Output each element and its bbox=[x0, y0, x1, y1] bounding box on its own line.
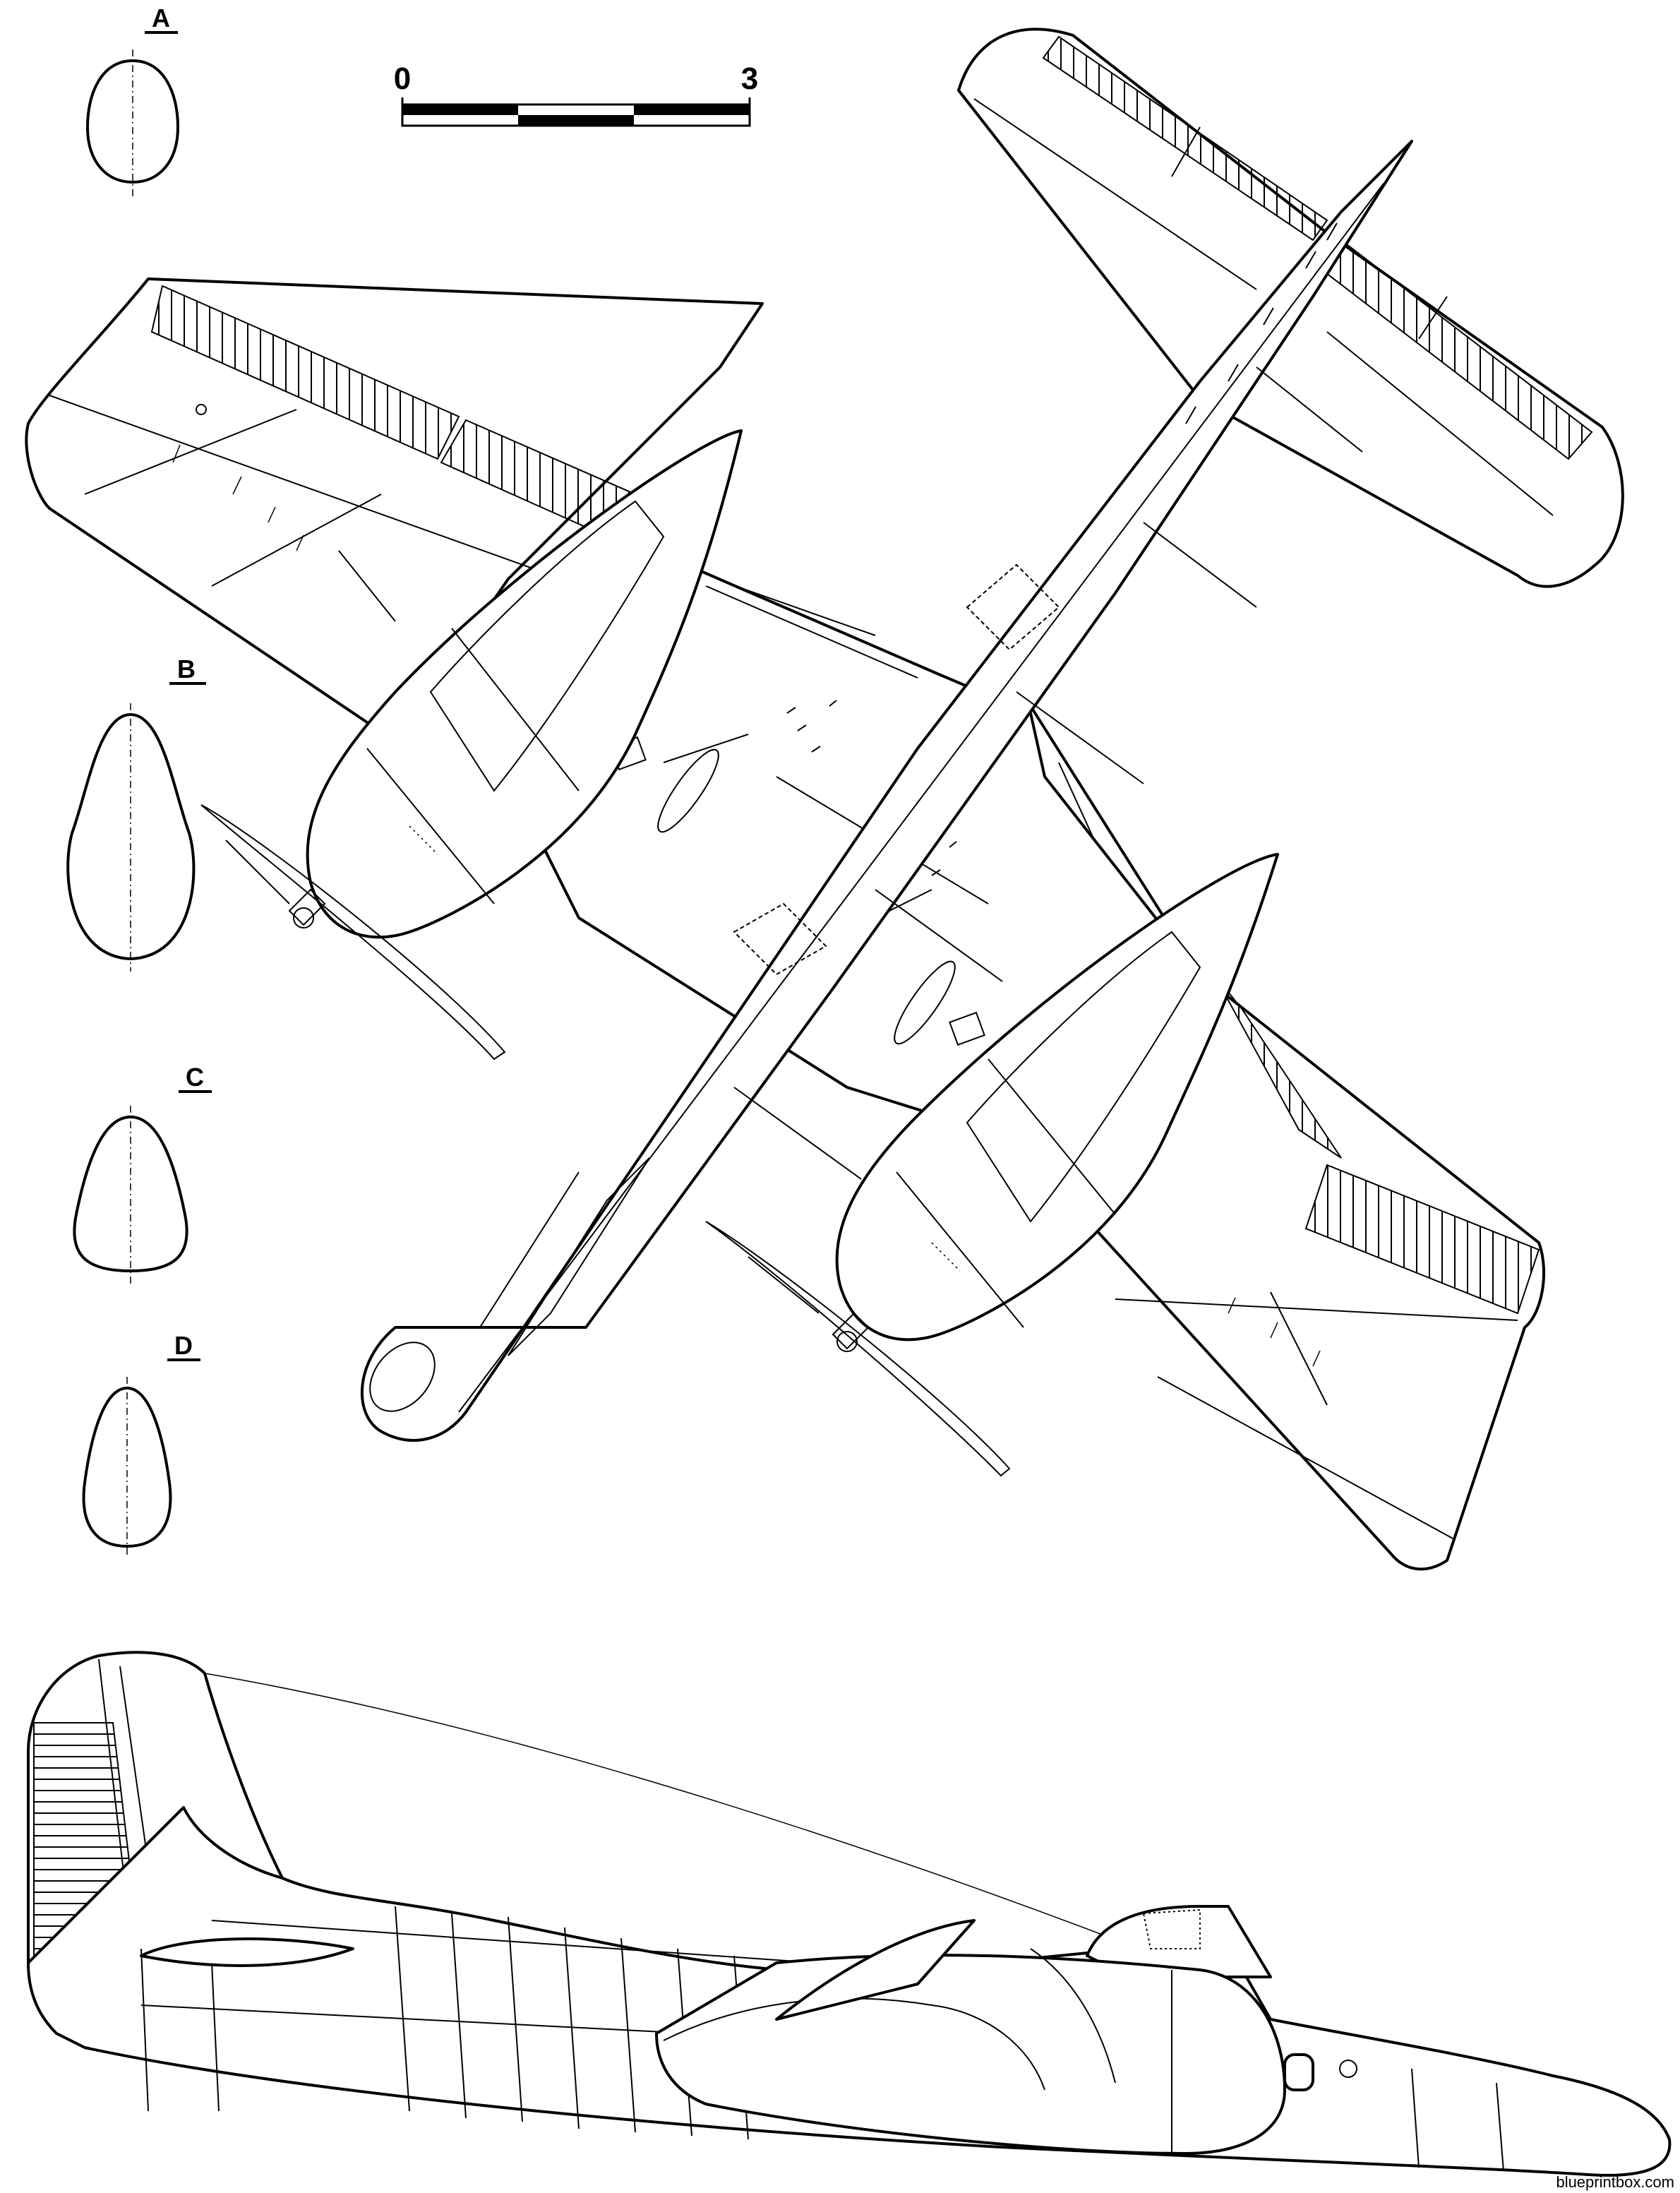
canopy-frame bbox=[1142, 1908, 1201, 1949]
right-engine-nacelle bbox=[705, 853, 1279, 1477]
section-c-label: C bbox=[186, 1063, 204, 1092]
section-a-label: A bbox=[152, 4, 170, 32]
scale-segment-2 bbox=[518, 115, 634, 126]
tailplane-side bbox=[140, 1937, 354, 1967]
section-d-label: D bbox=[174, 1331, 193, 1360]
side-view bbox=[27, 1651, 1672, 2177]
fuselage-top bbox=[360, 140, 1413, 1442]
section-d: D bbox=[82, 1331, 200, 1558]
canopy bbox=[1086, 1905, 1272, 1978]
section-d-profile bbox=[82, 1387, 172, 1548]
spinner-side bbox=[1283, 2053, 1314, 2091]
watermark: blueprintbox.com bbox=[1556, 2173, 1674, 2191]
wing-root-side bbox=[775, 1919, 976, 2021]
section-c: C bbox=[73, 1063, 212, 1284]
scale-bar: 0 3 bbox=[394, 61, 758, 127]
scale-segment-3 bbox=[634, 104, 750, 115]
top-view bbox=[25, 28, 1624, 1571]
scale-segment-1 bbox=[402, 104, 518, 115]
section-b: B bbox=[66, 655, 206, 972]
section-a: A bbox=[86, 4, 179, 196]
left-wing bbox=[25, 277, 876, 743]
scale-end-label: 3 bbox=[741, 61, 758, 96]
scale-start-label: 0 bbox=[394, 61, 411, 96]
side-port bbox=[1339, 2060, 1357, 2078]
left-engine-nacelle bbox=[200, 429, 743, 1060]
section-b-label: B bbox=[177, 655, 196, 683]
antenna-wire bbox=[204, 1673, 1158, 1956]
horizontal-stabilizer bbox=[957, 28, 1624, 588]
section-a-profile bbox=[86, 59, 179, 184]
